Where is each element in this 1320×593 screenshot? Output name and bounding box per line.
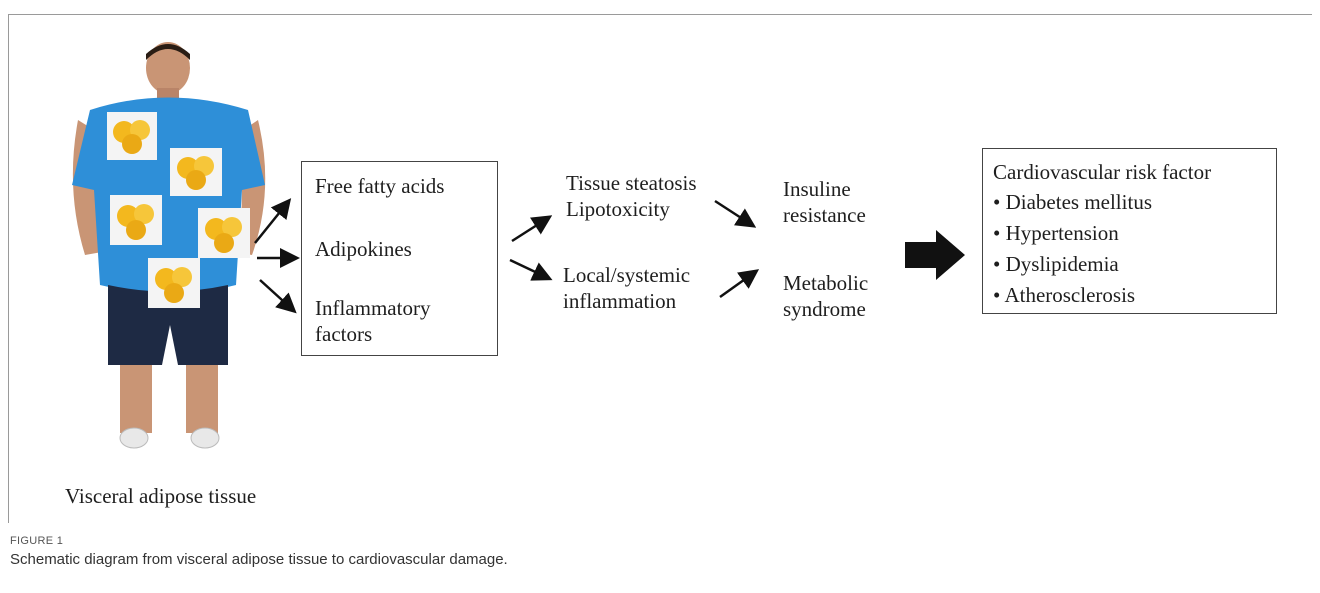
arrow: [511, 215, 553, 243]
figure-caption: Schematic diagram from visceral adipose …: [10, 551, 508, 568]
risk-item-atherosclerosis: • Atherosclerosis: [993, 283, 1136, 307]
arrow: [259, 279, 297, 314]
free-fatty-acids-label: Free fatty acids: [315, 174, 445, 198]
resistance-label: resistance: [783, 203, 866, 227]
arrow: [254, 198, 292, 244]
tissue-steatosis-label: Tissue steatosis: [566, 171, 697, 195]
fat-cell-icon: [110, 195, 162, 245]
risk-factor-box: [982, 148, 1277, 314]
risk-item-dyslipidemia: • Dyslipidemia: [993, 252, 1119, 276]
metabolic-label: Metabolic: [783, 271, 869, 295]
arrow: [719, 269, 760, 299]
arrow: [509, 258, 553, 281]
source-label: Visceral adipose tissue: [65, 484, 257, 508]
risk-factor-title: Cardiovascular risk factor: [993, 160, 1212, 184]
person-illustration: [72, 42, 266, 449]
adipokines-label: Adipokines: [315, 237, 412, 261]
risk-item-hypertension: • Hypertension: [993, 221, 1119, 245]
fat-cell-icon: [170, 148, 222, 196]
figure-label: FIGURE 1: [10, 535, 64, 547]
local-systemic-label: Local/systemic: [563, 263, 691, 287]
factors-label: factors: [315, 322, 373, 346]
fat-cell-icon: [107, 112, 157, 160]
mediators-box: [301, 161, 498, 356]
inflammation-label: inflammation: [563, 289, 677, 313]
inflammatory-label: Inflammatory: [315, 296, 431, 320]
insuline-label: Insuline: [783, 177, 851, 201]
arrow: [714, 199, 757, 228]
syndrome-label: syndrome: [783, 297, 866, 321]
figure-frame: [8, 14, 1312, 523]
lipotoxicity-label: Lipotoxicity: [566, 197, 670, 221]
fat-cell-icon: [198, 208, 250, 258]
risk-item-diabetes: • Diabetes mellitus: [993, 190, 1152, 214]
fat-cell-icon: [148, 258, 200, 308]
big-arrow: [905, 230, 965, 280]
